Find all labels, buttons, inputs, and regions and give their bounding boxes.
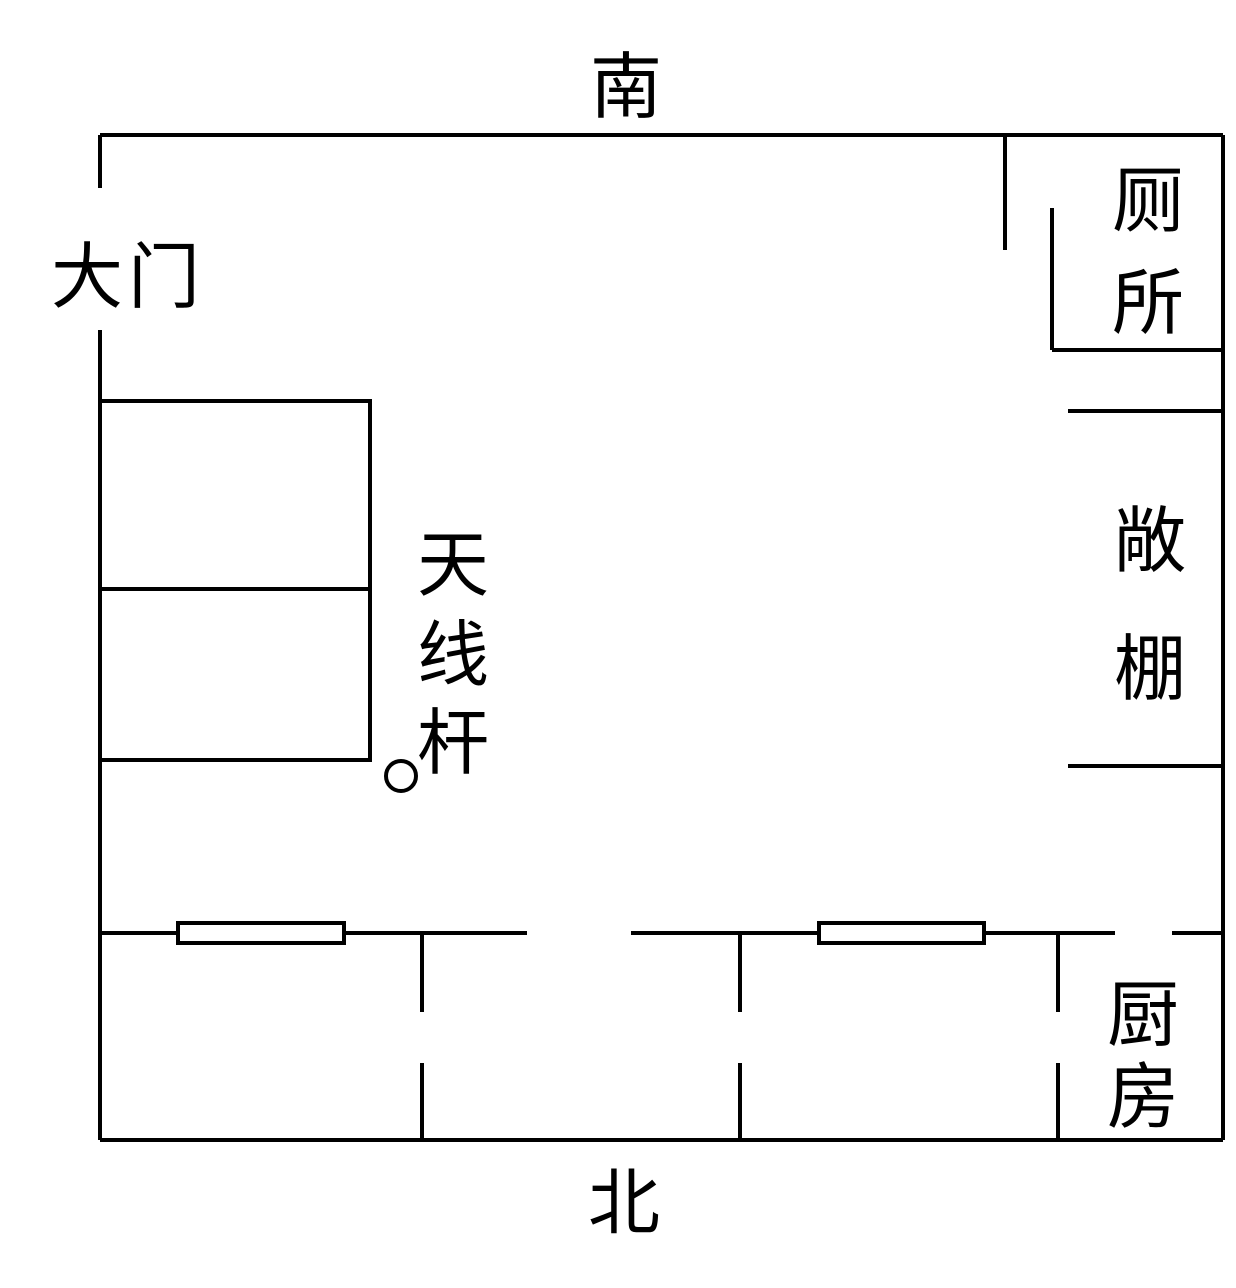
shed-walls: [1068, 409, 1223, 768]
window-rect-icon: [817, 921, 986, 945]
shed-label-2: 棚: [1114, 627, 1186, 711]
antenna-label-3: 杆: [417, 701, 489, 785]
north-rooms: [100, 921, 1223, 1140]
west-room-upper: [98, 399, 372, 591]
window-rect-icon: [176, 921, 346, 945]
kitchen-label-2: 房: [1107, 1055, 1179, 1139]
antenna-label-2: 线: [417, 613, 489, 697]
west-rooms: [98, 399, 372, 762]
direction-north: 北: [588, 1161, 660, 1245]
labels: 南 北 大 门 厕 所 敞 棚 天 线 杆 厨 房: [51, 45, 1186, 1245]
toilet-walls: [1003, 135, 1223, 352]
gate-label-1: 大: [51, 235, 123, 319]
gate-label-2: 门: [128, 235, 200, 319]
kitchen-label-1: 厨: [1107, 973, 1179, 1057]
toilet-label-2: 所: [1112, 261, 1184, 345]
west-room-lower: [98, 587, 372, 762]
toilet-label-1: 厕: [1112, 159, 1184, 243]
antenna-label-1: 天: [417, 523, 489, 607]
outer-walls: [98, 133, 1225, 1142]
direction-south: 南: [590, 45, 662, 129]
shed-label-1: 敞: [1114, 499, 1186, 583]
circle-icon: [384, 759, 418, 793]
